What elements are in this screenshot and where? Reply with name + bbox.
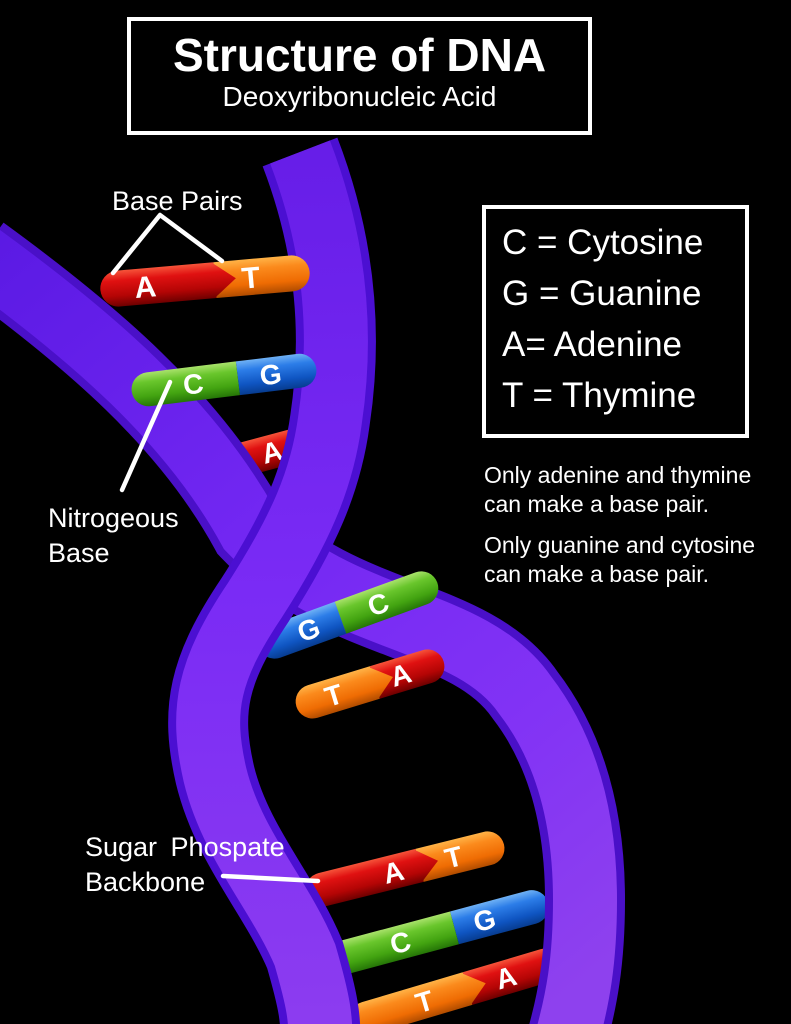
nitrogenous-base-pointer [119, 379, 173, 493]
base-pair-5-ta: T A [295, 649, 445, 719]
thymine-bar [349, 972, 473, 1024]
adenine-bar [369, 649, 445, 699]
adenine-bar [462, 948, 563, 1005]
guanine-bar [235, 353, 317, 396]
guanine-bar [450, 890, 549, 945]
base-pair-2-cg: C G [131, 353, 317, 407]
base-letter: G [258, 358, 283, 391]
base-pair-1-at: A T [100, 255, 310, 307]
thymine-bar [295, 666, 380, 719]
base-pair-7-cg: C G [329, 890, 549, 974]
nitrogenous-base-label-line2: Base [48, 538, 110, 568]
sugar-backbone-label-line2: Backbone [85, 867, 206, 897]
sugar-backbone-label-line1: Sugar Phospate [85, 832, 285, 862]
pairing-notes: Only adenine and thymine can make a base… [484, 461, 784, 601]
pair-arrow [211, 262, 236, 299]
base-pairs-upper-group: A T C G [100, 255, 317, 407]
guanine-bar [257, 601, 347, 659]
note-line: can make a base pair. [484, 491, 710, 517]
sugar-backbone-label: Sugar Phospate Backbone [85, 830, 285, 900]
page-title: Structure of DNA [172, 29, 547, 81]
backbone-strand-right [168, 137, 376, 1024]
legend-line-cytosine: C = Cytosine [502, 223, 704, 262]
thymine-bar [415, 831, 505, 882]
pointer-lines [110, 212, 321, 884]
cytosine-bar [334, 571, 439, 634]
nitrogenous-base-label: Nitrogeous Base [48, 501, 179, 571]
base-pairs-pointer [110, 212, 225, 276]
note-line: can make a base pair. [484, 561, 710, 587]
pair-arrow [367, 666, 393, 700]
base-pair-6-at: A T [305, 831, 505, 907]
note-guanine-cytosine: Only guanine and cytosine can make a bas… [484, 531, 784, 589]
base-letter: C [181, 368, 205, 401]
adenine-bar [100, 262, 217, 307]
adenine-bar [305, 848, 424, 907]
base-pairs-lower-group: A T C G T A A [213, 426, 563, 1024]
legend-line-thymine: T = Thymine [502, 376, 697, 415]
note-adenine-thymine: Only adenine and thymine can make a base… [484, 461, 784, 519]
nitrogenous-base-label-line1: Nitrogeous [48, 503, 179, 533]
base-pair-8-ta: T A [349, 948, 563, 1024]
base-pairs-middle-group: G C T A [257, 571, 445, 719]
base-letter: T [240, 261, 261, 295]
legend-line-guanine: G = Guanine [502, 274, 702, 313]
pair-arrow [460, 972, 486, 1006]
pair-arrow [413, 849, 438, 883]
backbone-strand-right-body [176, 140, 368, 1024]
cytosine-bar [329, 911, 459, 974]
legend-line-adenine: A= Adenine [502, 325, 683, 364]
legend-box: C = Cytosine G = Guanine A= Adenine T = … [482, 205, 749, 438]
note-line: Only adenine and thymine [484, 462, 752, 488]
thymine-bar [213, 255, 310, 299]
note-line: Only guanine and cytosine [484, 532, 756, 558]
base-letter: A [133, 270, 157, 305]
cytosine-bar [131, 361, 240, 407]
page-subtitle: Deoxyribonucleic Acid [222, 80, 497, 112]
base-pairs-label: Base Pairs [112, 186, 243, 216]
base-pair-4-gc: G C [257, 571, 439, 659]
title-box: Structure of DNA Deoxyribonucleic Acid [127, 17, 592, 135]
sugar-backbone-pointer [220, 873, 321, 884]
